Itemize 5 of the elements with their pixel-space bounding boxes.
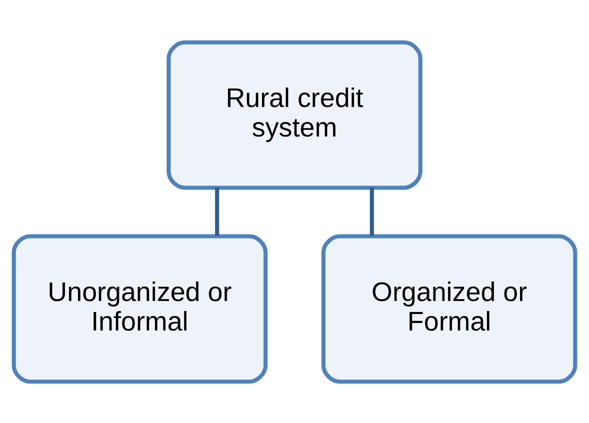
node-box: Organized or Formal	[321, 234, 578, 384]
connector	[215, 187, 220, 236]
node-box: Rural credit system	[166, 40, 422, 190]
node-box: Unorganized or Informal	[12, 234, 268, 384]
connector	[370, 187, 374, 236]
